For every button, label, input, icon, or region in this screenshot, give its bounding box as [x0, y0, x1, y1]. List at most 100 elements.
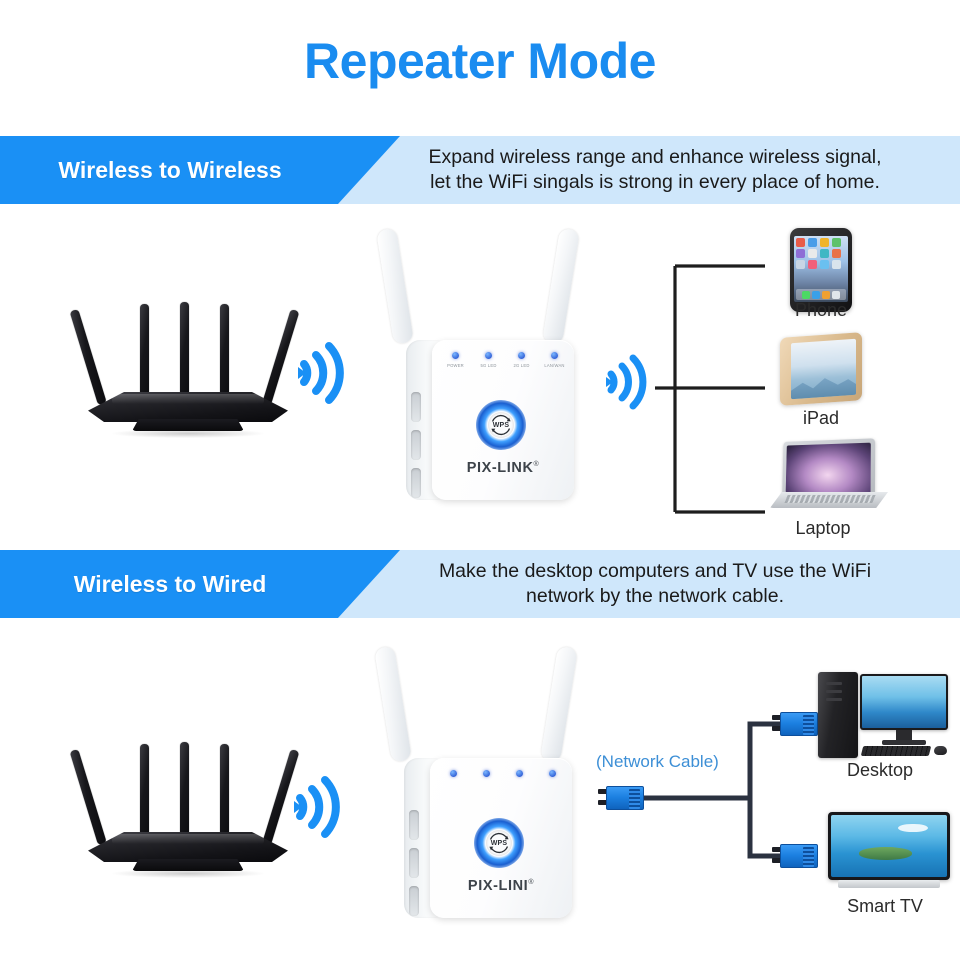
tv-wallpaper-island: [858, 847, 913, 860]
led-indicator: [452, 352, 459, 359]
led-indicator: [551, 352, 558, 359]
wifi-signal-icon: [296, 334, 358, 417]
led-label-2g: 2G LED: [513, 363, 530, 368]
router-body: [88, 392, 288, 422]
repeater-antenna: [542, 227, 580, 345]
banner-description-wireless-to-wireless: Expand wireless range and enhance wirele…: [360, 136, 950, 204]
repeater-antenna: [540, 645, 578, 763]
router-shadow: [112, 869, 264, 878]
mouse-icon: [934, 746, 947, 755]
tv-screen: [831, 815, 947, 877]
banner-title-wireless-to-wired: Wireless to Wired: [73, 570, 267, 597]
client-label-desktop: Desktop: [846, 760, 914, 780]
rj45-tabs: [598, 789, 608, 807]
led-indicator: [485, 352, 492, 359]
banner-title-wireless-to-wireless: Wireless to Wireless: [58, 156, 282, 183]
led-label-lanwan: LAN/WAN: [544, 363, 565, 368]
page-title: Repeater Mode: [304, 33, 656, 89]
wifi-repeater-device: POWER 5G LED 2G LED LAN/WAN WPS PIX-LINK…: [376, 222, 582, 512]
laptop-keyboard: [784, 495, 876, 503]
client-connection-bracket: [655, 250, 785, 545]
repeater-vent: [409, 848, 419, 878]
repeater-led-row: POWER 5G LED 2G LED LAN/WAN: [436, 770, 568, 792]
monitor-foot: [882, 740, 926, 745]
client-label-phone: Phone: [794, 300, 848, 320]
router-antenna: [140, 744, 149, 844]
ipad-screen: [791, 338, 856, 400]
repeater-antenna: [374, 645, 412, 763]
wifi-repeater-device: POWER 5G LED 2G LED LAN/WAN WPS PIX-LINI…: [374, 640, 580, 930]
led-indicator: [483, 770, 490, 777]
tv-frame: [828, 812, 950, 880]
rj45-plug: [780, 712, 818, 736]
banner-description-line1: Make the desktop computers and TV use th…: [438, 559, 872, 582]
trademark-icon: ®: [533, 461, 540, 469]
rj45-tabs: [772, 715, 782, 733]
repeater-brand-text: PIX-LINK: [466, 460, 534, 476]
desktop-tower: [818, 672, 858, 758]
phone-dock: [796, 289, 846, 300]
tablet-icon: [780, 332, 862, 406]
wps-button[interactable]: WPS: [476, 400, 526, 450]
router-shadow: [112, 429, 264, 438]
laptop-icon: [764, 438, 890, 512]
wps-button-label: WPS: [486, 830, 512, 856]
repeater-led-row: POWER 5G LED 2G LED LAN/WAN: [438, 352, 570, 374]
repeater-brand-label: PIX-LINK®: [432, 460, 574, 476]
router-antenna: [220, 744, 229, 844]
wps-refresh-arrows-icon: [489, 832, 509, 854]
rj45-tabs: [772, 847, 782, 865]
client-label-laptop: Laptop: [795, 518, 851, 538]
led-indicator: [450, 770, 457, 777]
router-antenna: [140, 304, 149, 404]
banner-chevron-shape: [0, 136, 400, 204]
repeater-vent: [411, 430, 421, 460]
router-antenna: [220, 304, 229, 404]
desktop-monitor: [860, 674, 948, 730]
wps-button[interactable]: WPS: [474, 818, 524, 868]
led-label-5g: 5G LED: [480, 363, 497, 368]
phone-app-grid: [796, 238, 842, 269]
led-indicator: [549, 770, 556, 777]
router-antenna: [180, 742, 189, 844]
rj45-plug: [780, 844, 818, 868]
section-banner-wireless-to-wireless: Wireless to Wireless Expand wireless ran…: [0, 136, 960, 204]
repeater-antenna: [376, 227, 414, 345]
rj45-connector-icon: [772, 844, 818, 868]
client-label-smart-tv: Smart TV: [847, 896, 923, 916]
wifi-signal-icon: [604, 348, 658, 421]
router-antenna: [69, 748, 107, 846]
banner-description-line2: let the WiFi singals is strong in every …: [430, 171, 880, 193]
router-base: [132, 419, 244, 431]
wifi-router-icon: [69, 288, 300, 438]
repeater-brand-label: PIX-LINI®: [430, 878, 572, 894]
banner-description-wireless-to-wired: Make the desktop computers and TV use th…: [360, 550, 950, 618]
router-antenna: [69, 308, 107, 406]
router-antenna: [180, 302, 189, 404]
router-antenna: [262, 308, 300, 406]
smartphone-icon: [790, 228, 852, 312]
wifi-router-icon: [69, 728, 300, 878]
wps-refresh-arrows-icon: [491, 414, 511, 436]
repeater-vent: [409, 810, 419, 840]
wps-button-label: WPS: [488, 412, 514, 438]
banner-description-line1: Expand wireless range and enhance wirele…: [428, 145, 882, 168]
router-base: [132, 859, 244, 871]
led-label-power: POWER: [447, 363, 464, 368]
router-body: [88, 832, 288, 862]
section-banner-wireless-to-wired: Wireless to Wired Make the desktop compu…: [0, 550, 960, 618]
banner-description-line2: network by the network cable.: [526, 585, 784, 607]
phone-screen: [794, 236, 848, 302]
ipad-wallpaper: [791, 372, 856, 399]
wifi-signal-icon: [292, 768, 354, 851]
repeater-brand-text: PIX-LINI: [467, 878, 529, 894]
rj45-connector-icon: [598, 786, 644, 810]
television-icon: [828, 812, 950, 894]
banner-chevron-shape: [0, 550, 400, 618]
tv-wallpaper-cloud: [898, 823, 929, 833]
repeater-vent: [409, 886, 419, 916]
trademark-icon: ®: [528, 879, 535, 887]
rj45-connector-icon: [772, 712, 818, 736]
laptop-lid: [782, 438, 876, 501]
